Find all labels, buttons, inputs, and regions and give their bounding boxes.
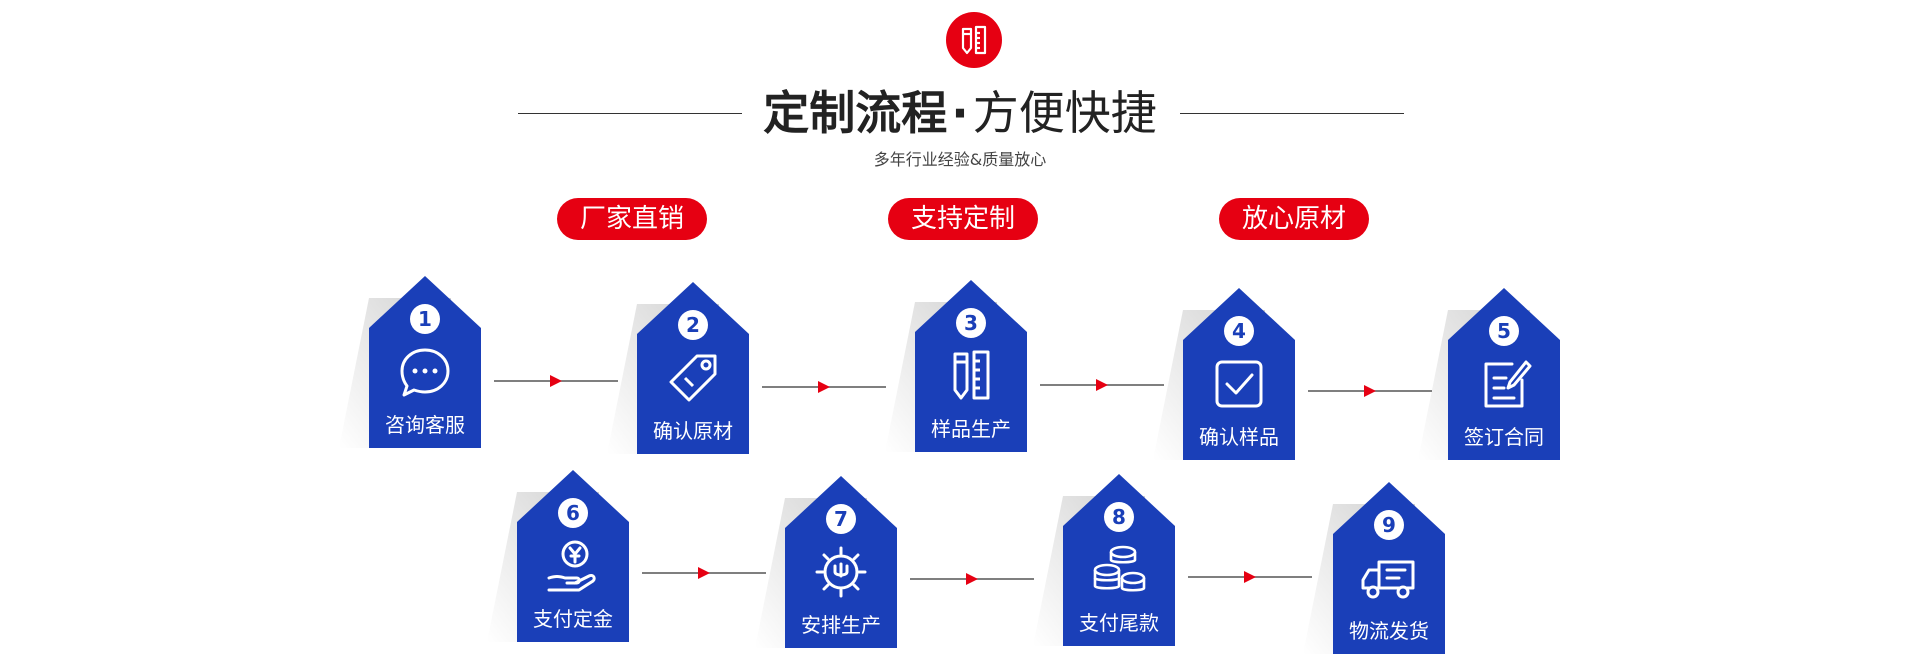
title-dot: · — [951, 86, 969, 140]
ruler-pencil-icon — [941, 346, 1001, 406]
process-step-9: 9 物流发货 — [1303, 482, 1445, 654]
step-label: 支付定金 — [533, 607, 613, 631]
connector-arrow — [494, 375, 618, 387]
process-step-6: 6 支付定金 — [487, 470, 629, 642]
hand-coin-icon — [543, 536, 603, 596]
step-number: 6 — [558, 498, 588, 528]
step-label: 确认原材 — [653, 419, 733, 443]
step-label: 咨询客服 — [385, 413, 465, 437]
connector-arrow — [910, 573, 1034, 585]
process-step-7: 7 安排生产 — [755, 476, 897, 648]
step-label: 确认样品 — [1199, 425, 1279, 449]
step-number: 8 — [1104, 502, 1134, 532]
step-number: 2 — [678, 310, 708, 340]
process-step-5: 5 签订合同 — [1418, 288, 1560, 460]
title-left-divider — [518, 113, 742, 114]
page-title: 定制流程·方便快捷 — [0, 82, 1920, 144]
connector-arrow — [1188, 571, 1312, 583]
step-label: 样品生产 — [931, 417, 1011, 441]
connector-arrow — [642, 567, 766, 579]
gear-icon — [811, 542, 871, 602]
edit-document-icon — [1474, 354, 1534, 414]
step-label: 物流发货 — [1349, 619, 1429, 643]
title-light: 方便快捷 — [972, 86, 1157, 140]
page-subtitle: 多年行业经验&质量放心 — [873, 150, 1047, 169]
step-label: 签订合同 — [1464, 425, 1544, 449]
tag-quality-material: 放心原材 — [1219, 198, 1369, 240]
title-right-divider — [1180, 113, 1404, 114]
step-label: 安排生产 — [801, 613, 881, 637]
step-number: 1 — [410, 304, 440, 334]
step-number: 7 — [826, 504, 856, 534]
process-step-8: 8 支付尾款 — [1033, 474, 1175, 646]
checkbox-icon — [1209, 354, 1269, 414]
tag-customizable: 支持定制 — [888, 198, 1038, 240]
process-step-4: 4 确认样品 — [1153, 288, 1295, 460]
process-step-1: 1 咨询客服 — [339, 276, 481, 448]
connector-arrow — [762, 381, 886, 393]
ruler-pencil-icon — [946, 12, 1002, 68]
connector-arrow — [1040, 379, 1164, 391]
connector-arrow — [1308, 385, 1432, 397]
step-label: 支付尾款 — [1079, 611, 1159, 635]
step-number: 9 — [1374, 510, 1404, 540]
title-strong: 定制流程 — [763, 86, 948, 140]
chat-bubble-icon — [395, 342, 455, 402]
tag-icon — [663, 348, 723, 408]
step-number: 4 — [1224, 316, 1254, 346]
step-number: 3 — [956, 308, 986, 338]
tag-factory-direct: 厂家直销 — [557, 198, 707, 240]
process-step-3: 3 样品生产 — [885, 280, 1027, 452]
step-number: 5 — [1489, 316, 1519, 346]
process-step-2: 2 确认原材 — [607, 282, 749, 454]
coin-stack-icon — [1089, 540, 1149, 600]
delivery-truck-icon — [1359, 548, 1419, 608]
